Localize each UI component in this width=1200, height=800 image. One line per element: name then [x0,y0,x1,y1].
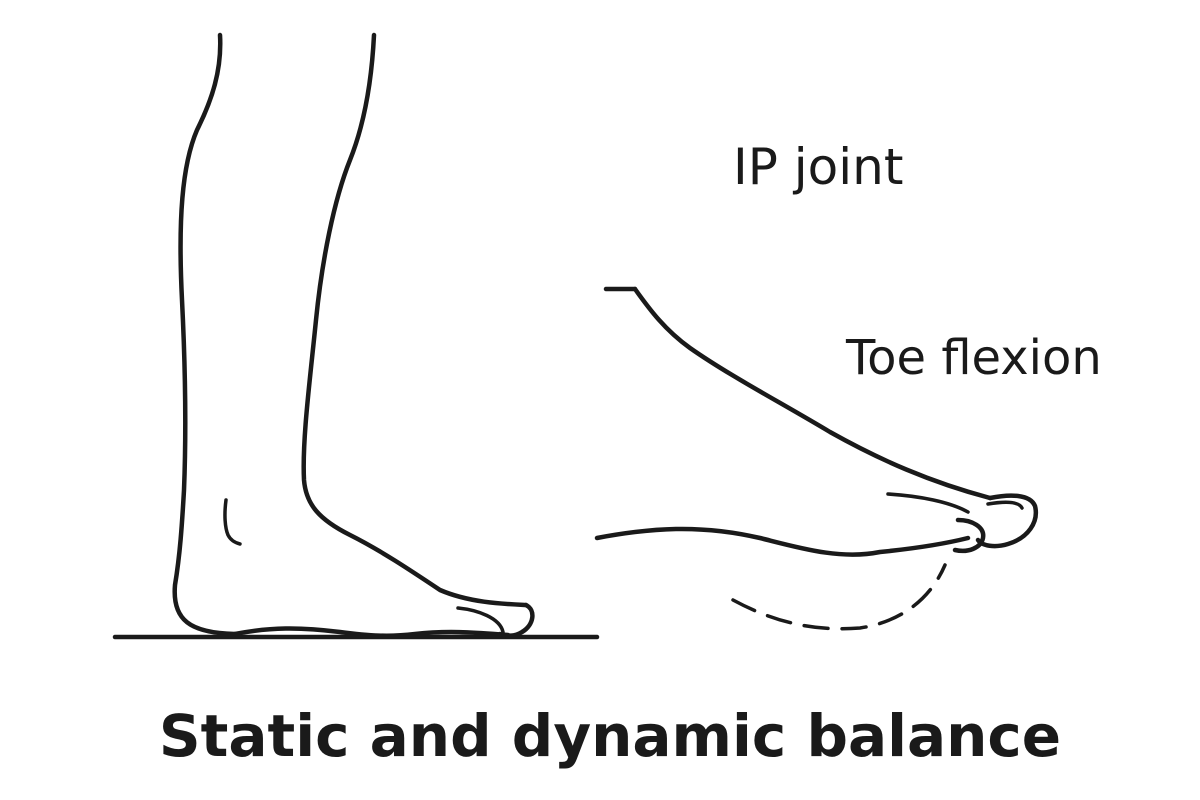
toe-flexion-label: Toe flexion [845,330,1102,386]
big-toe-outline [497,602,535,638]
foot-sole-raised-outline [594,526,971,557]
leg-front-outline [301,32,529,608]
ankle-bone-mark [223,498,242,546]
leg-back-outline [172,32,238,637]
foot-sole-outline [232,626,511,638]
toe-flexion-arc [731,563,947,631]
toe-crease-line [886,492,970,514]
ip-joint-label: IP joint [733,138,903,196]
diagram-title: Static and dynamic balance [159,702,1061,770]
foot-top-outline [632,286,993,501]
toenail-outline [456,606,505,634]
toe-tip-outline [952,517,986,554]
flexing-foot-drawing [594,286,1039,631]
big-toe-raised-outline [975,493,1039,549]
toenail-raised-outline [986,500,1024,510]
standing-foot-drawing [172,32,535,638]
